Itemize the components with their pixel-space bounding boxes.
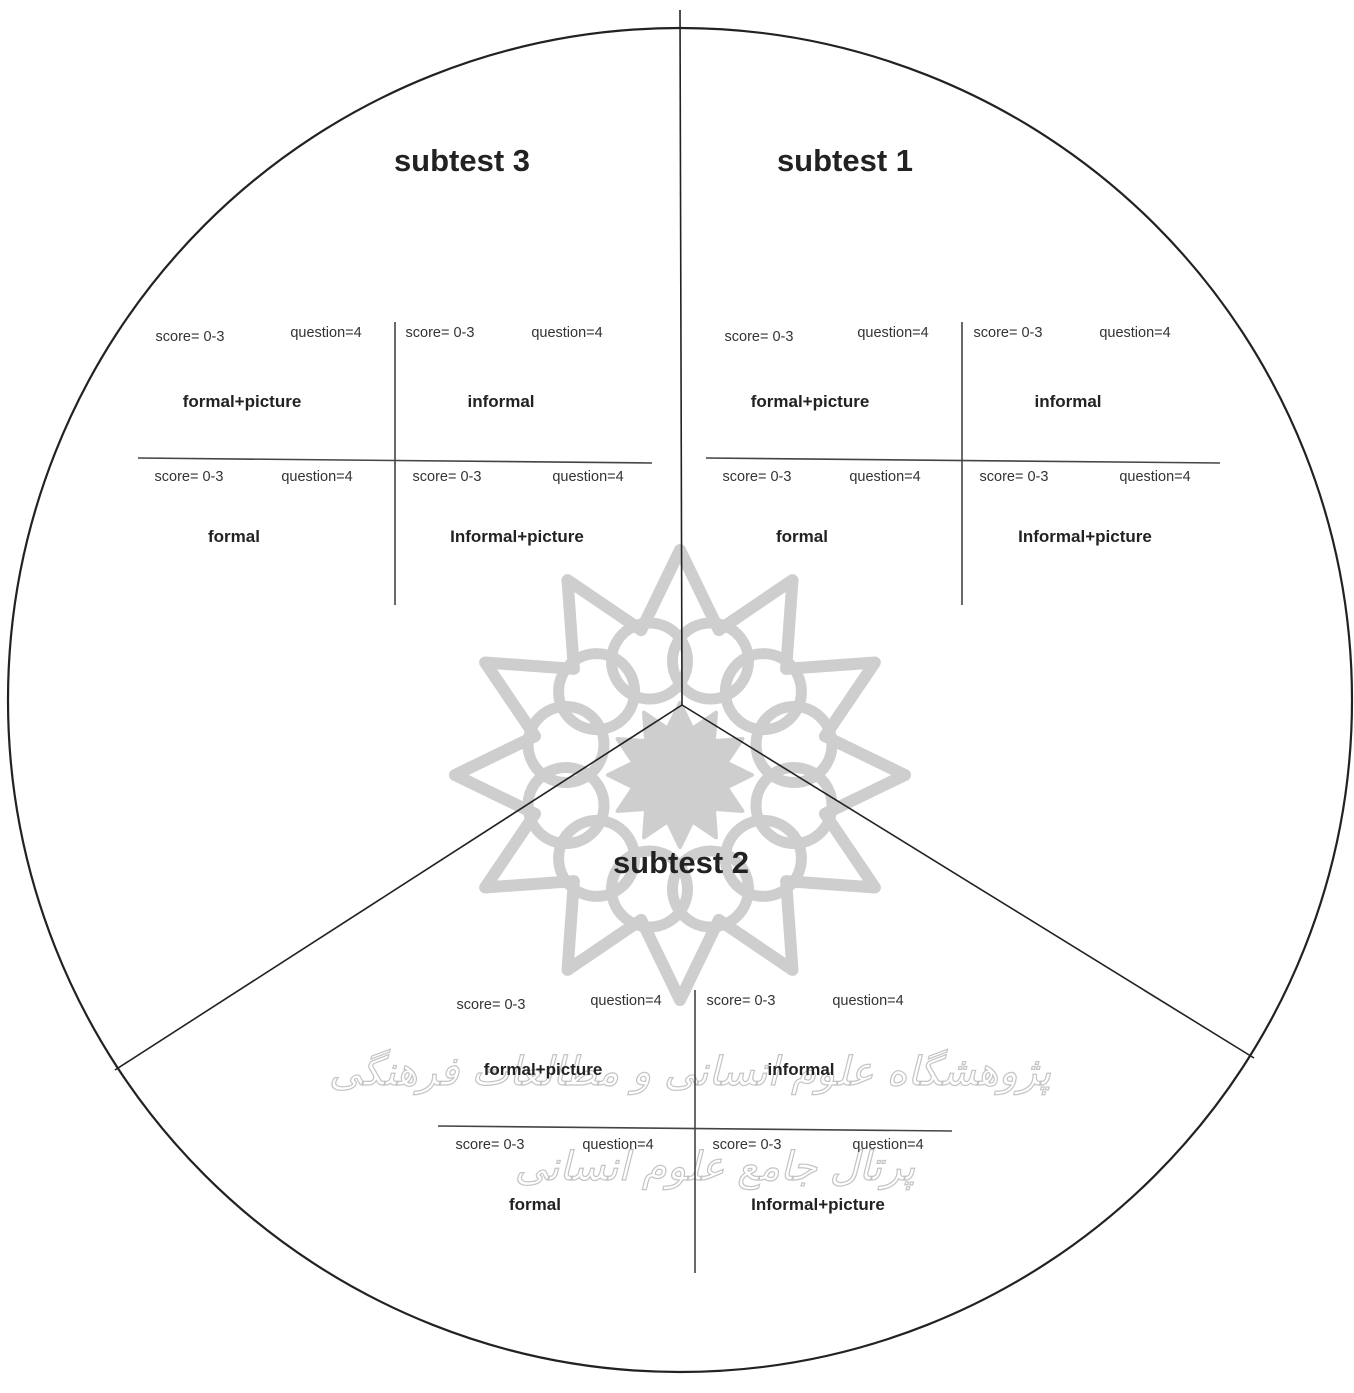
subtest-3-cell-1-label: formal+picture (183, 392, 302, 411)
subtest-2-title: subtest 2 (613, 845, 749, 880)
subtest-1-cell-2-score: score= 0-3 (974, 325, 1043, 341)
subtest-3-cell-1-question: question=4 (290, 325, 361, 341)
subtest-1-cell-4-label: Informal+picture (1018, 527, 1152, 546)
subtest-2-cell-2-question: question=4 (832, 993, 903, 1009)
subtest-3-cell-3-label: formal (208, 527, 260, 546)
subtest-2-cell-2-score: score= 0-3 (707, 993, 776, 1009)
rosette-petal-ring (750, 701, 838, 788)
rosette-petal-ring (667, 845, 754, 933)
rosette-petal-ring (606, 617, 693, 705)
subtest-3-sector: subtest 3 score= 0-3 question=4 formal+p… (137, 143, 653, 605)
subtest-1-cell-3-label: formal (776, 527, 828, 546)
subtest-1-sector: subtest 1 score= 0-3 question=4 formal+p… (705, 143, 1221, 605)
subtest-3-grid-horizontal (137, 457, 653, 464)
subtest-3-title: subtest 3 (394, 143, 530, 178)
divider-top (679, 9, 683, 706)
divider-lower-right (681, 704, 1255, 1059)
subtest-3-cell-1-score: score= 0-3 (156, 329, 225, 345)
subtest-2-cell-3-question: question=4 (582, 1137, 653, 1153)
watermark-text-line1: پژوهشگاه علوم انسانی و مطالعات فرهنگی (329, 1049, 1051, 1095)
divider-lower-left (114, 704, 683, 1071)
subtest-2-cell-4-label: Informal+picture (751, 1195, 885, 1214)
subtest-3-cell-2-question: question=4 (531, 325, 602, 341)
subtest-3-cell-3-score: score= 0-3 (155, 469, 224, 485)
subtest-1-cell-1-question: question=4 (857, 325, 928, 341)
subtest-3-cell-4-label: Informal+picture (450, 527, 584, 546)
subtest-2-cell-1-score: score= 0-3 (457, 997, 526, 1013)
subtest-1-cell-4-question: question=4 (1119, 469, 1190, 485)
subtest-3-cell-3-question: question=4 (281, 469, 352, 485)
subtest-1-title: subtest 1 (777, 143, 913, 178)
subtest-2-cell-4-question: question=4 (852, 1137, 923, 1153)
subtest-2-cell-1-label: formal+picture (484, 1060, 603, 1079)
subtest-1-cell-1-label: formal+picture (751, 392, 870, 411)
subtest-2-cell-2-label: informal (767, 1060, 834, 1079)
subtest-1-cell-3-question: question=4 (849, 469, 920, 485)
rosette-logo-icon (449, 544, 911, 1006)
watermark-text-line2: پرتال جامع علوم انسانی (515, 1144, 916, 1190)
subtest-2-sector: subtest 2 score= 0-3 question=4 formal+p… (437, 845, 953, 1273)
subtest-3-cell-4-question: question=4 (552, 469, 623, 485)
subtest-1-cell-2-label: informal (1034, 392, 1101, 411)
subtest-1-cell-2-question: question=4 (1099, 325, 1170, 341)
subtest-2-cell-3-score: score= 0-3 (456, 1137, 525, 1153)
subtest-2-cell-4-score: score= 0-3 (713, 1137, 782, 1153)
subtest-2-cell-3-label: formal (509, 1195, 561, 1214)
subtest-1-cell-4-score: score= 0-3 (980, 469, 1049, 485)
subtest-1-cell-3-score: score= 0-3 (723, 469, 792, 485)
subtest-3-cell-2-label: informal (467, 392, 534, 411)
rosette-center-star (606, 701, 754, 849)
rosette-petal-ring (522, 762, 610, 849)
subtest-2-grid-horizontal (437, 1125, 953, 1132)
rosette-outer-star (449, 544, 911, 1006)
subtest-2-cell-1-question: question=4 (590, 993, 661, 1009)
subtest-3-cell-4-score: score= 0-3 (413, 469, 482, 485)
subtest-1-grid-horizontal (705, 457, 1221, 464)
subtest-1-cell-1-score: score= 0-3 (725, 329, 794, 345)
subtest-3-cell-2-score: score= 0-3 (406, 325, 475, 341)
